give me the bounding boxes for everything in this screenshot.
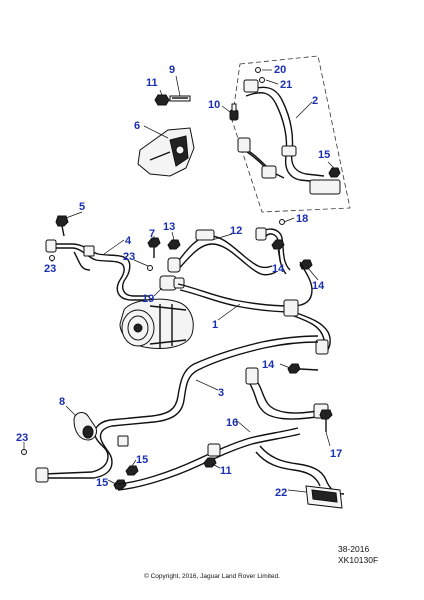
callout-23-left: 23 <box>44 263 56 275</box>
callout-15-mid: 15 <box>136 454 148 466</box>
o-ring-23-bottom <box>21 449 27 455</box>
leader-lines <box>23 69 335 493</box>
callout-21: 21 <box>280 79 292 91</box>
o-ring-20 <box>255 67 261 73</box>
clip-8 <box>73 412 97 441</box>
bolt-5 <box>55 215 69 237</box>
pipe-22 <box>255 445 345 509</box>
callout-14-right: 14 <box>312 280 325 292</box>
callout-6: 6 <box>134 120 140 132</box>
callout-1: 1 <box>212 319 218 331</box>
drawing-ref-code: XK10130F <box>338 555 378 565</box>
callout-13: 13 <box>163 221 175 233</box>
drawing-ref-date: 38-2016 <box>338 544 369 554</box>
nut-15-upper <box>328 167 341 178</box>
callout-5: 5 <box>79 201 85 213</box>
bolt-17 <box>319 409 333 420</box>
callout-23-bottom: 23 <box>16 432 28 444</box>
callout-labels: 9 11 10 6 20 21 2 15 5 4 7 13 12 18 23 2… <box>16 64 342 499</box>
callout-3: 3 <box>218 387 224 399</box>
fitting-19 <box>159 275 185 291</box>
copyright-notice: © Copyright, 2016, Jaguar Land Rover Lim… <box>144 572 280 580</box>
o-ring-23-left <box>49 255 55 261</box>
hose-12 <box>167 227 291 276</box>
callout-14-upper: 14 <box>272 263 285 275</box>
nut-11-lower <box>203 457 217 468</box>
hose-1 <box>177 261 331 355</box>
callout-19: 19 <box>142 293 154 305</box>
callout-15-lower: 15 <box>96 477 108 489</box>
callout-22: 22 <box>275 487 287 499</box>
o-ring-23-mid <box>147 265 153 271</box>
bolt-9 <box>169 95 191 102</box>
callout-8: 8 <box>59 396 65 408</box>
callout-18: 18 <box>296 213 308 225</box>
bolt-7 <box>147 237 161 258</box>
hose-2 <box>237 79 341 195</box>
clip-10 <box>229 103 239 121</box>
callout-15-upper: 15 <box>318 149 330 161</box>
callout-9: 9 <box>169 64 175 76</box>
callout-11-lower: 11 <box>220 465 232 477</box>
pipe-4 <box>45 239 150 301</box>
bolt-14-lower-shank <box>299 368 319 371</box>
callout-7: 7 <box>149 228 155 240</box>
callout-10: 10 <box>208 99 220 111</box>
callout-20: 20 <box>274 64 286 76</box>
nut-14-upper <box>271 239 285 250</box>
callout-23-mid: 23 <box>123 251 135 263</box>
pipe-3 <box>35 335 319 483</box>
o-ring-18 <box>279 219 285 225</box>
callout-17: 17 <box>330 448 342 460</box>
callout-12: 12 <box>230 225 242 237</box>
compressor <box>119 298 194 349</box>
callout-4: 4 <box>125 235 132 247</box>
pipe-16 <box>117 367 329 491</box>
callout-11-upper: 11 <box>146 77 158 89</box>
bracket-6 <box>137 127 195 177</box>
o-ring-21 <box>259 77 265 83</box>
callout-16: 16 <box>226 417 238 429</box>
callout-2: 2 <box>312 95 318 107</box>
callout-14-lower: 14 <box>262 359 275 371</box>
nut-15-lower <box>125 465 139 476</box>
nut-11-upper <box>154 94 170 106</box>
bolt-14-lower <box>287 363 301 374</box>
nut-13 <box>167 239 181 250</box>
